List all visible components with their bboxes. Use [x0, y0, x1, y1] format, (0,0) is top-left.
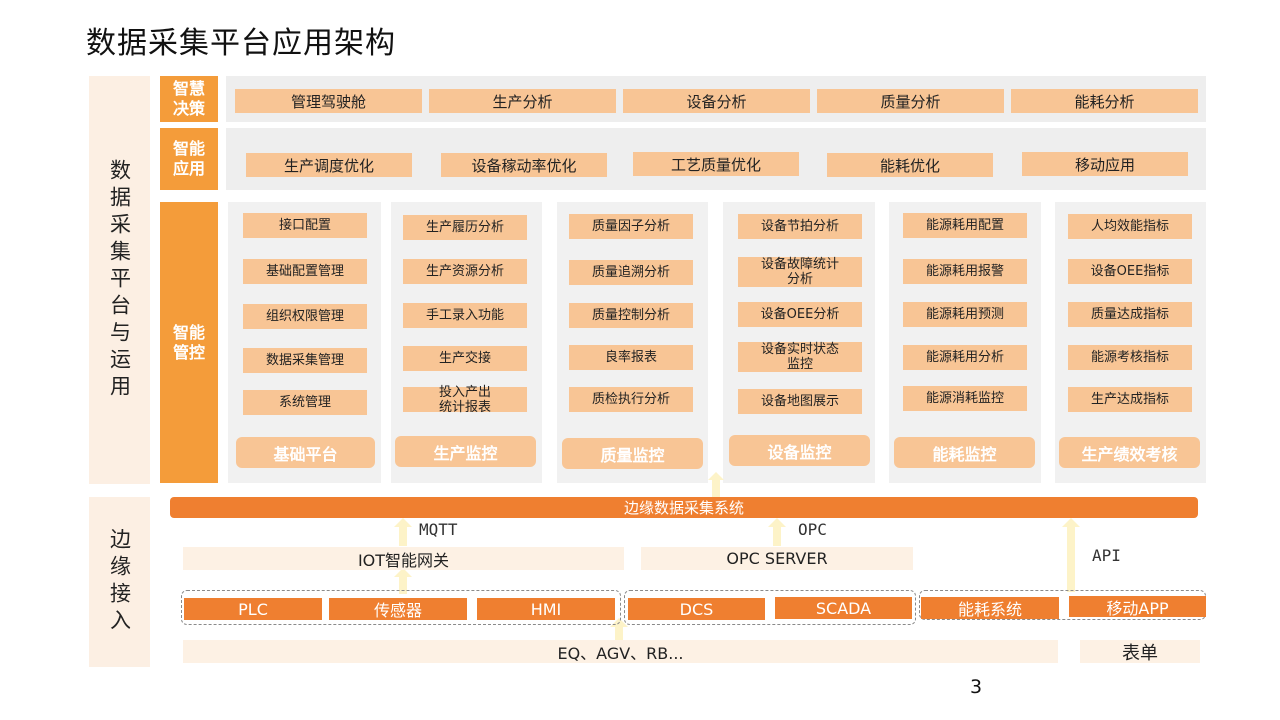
control-item[interactable]: 生产达成指标 — [1068, 387, 1192, 412]
control-item[interactable]: 基础配置管理 — [243, 259, 367, 284]
up-arrow-icon — [610, 618, 628, 640]
up-arrow-icon — [708, 472, 724, 497]
control-item[interactable]: 能源考核指标 — [1068, 345, 1192, 370]
control-item[interactable]: 生产资源分析 — [403, 259, 527, 284]
application-item[interactable]: 能耗优化 — [827, 153, 993, 177]
up-arrow-icon — [1062, 518, 1080, 592]
decision-item[interactable]: 质量分析 — [817, 89, 1004, 113]
control-item[interactable]: 生产履历分析 — [403, 215, 527, 240]
up-arrow-icon — [394, 518, 412, 546]
page-title: 数据采集平台应用架构 — [86, 26, 396, 61]
decision-row: 管理驾驶舱 生产分析 设备分析 质量分析 能耗分析 — [226, 76, 1206, 122]
decision-item[interactable]: 设备分析 — [623, 89, 810, 113]
api-label: API — [1092, 546, 1121, 565]
control-item[interactable]: 设备地图展示 — [738, 389, 862, 414]
decision-item[interactable]: 能耗分析 — [1011, 89, 1198, 113]
page-number: 3 — [970, 676, 983, 698]
control-item[interactable]: 设备OEE指标 — [1068, 259, 1192, 284]
device-group-opc — [624, 590, 916, 625]
control-column-equipment-monitor: 设备节拍分析 设备故障统计 分析 设备OEE分析 设备实时状态 监控 设备地图展… — [723, 202, 875, 483]
control-item[interactable]: 能源耗用分析 — [903, 345, 1027, 370]
device-group-iot — [181, 590, 621, 625]
control-column-basic-platform: 接口配置 基础配置管理 组织权限管理 数据采集管理 系统管理 基础平台 — [228, 202, 381, 483]
control-column-production-monitor: 生产履历分析 生产资源分析 手工录入功能 生产交接 投入产出 统计报表 生产监控 — [391, 202, 542, 483]
control-item[interactable]: 质量控制分析 — [569, 303, 693, 328]
application-item[interactable]: 工艺质量优化 — [633, 152, 799, 176]
device-sensor[interactable]: 传感器 — [329, 598, 467, 620]
opc-label: OPC — [798, 520, 827, 539]
control-item[interactable]: 生产交接 — [403, 346, 527, 371]
control-column-title[interactable]: 生产绩效考核 — [1059, 437, 1200, 468]
application-item[interactable]: 设备稼动率优化 — [441, 153, 607, 177]
control-item[interactable]: 组织权限管理 — [243, 304, 367, 329]
control-item[interactable]: 能源耗用预测 — [903, 302, 1027, 327]
application-layer-label: 智能 应用 — [160, 128, 218, 190]
opc-server[interactable]: OPC SERVER — [641, 547, 913, 570]
control-column-title[interactable]: 能耗监控 — [894, 437, 1035, 468]
control-item[interactable]: 投入产出 统计报表 — [403, 385, 527, 415]
control-item[interactable]: 质量追溯分析 — [569, 260, 693, 285]
control-item[interactable]: 良率报表 — [569, 345, 693, 370]
edge-side-label: 边缘接入 — [89, 497, 150, 667]
control-column-performance-assessment: 人均效能指标 设备OEE指标 质量达成指标 能源考核指标 生产达成指标 生产绩效… — [1055, 202, 1206, 483]
device-mobile-app[interactable]: 移动APP — [1069, 596, 1206, 618]
device-dcs[interactable]: DCS — [628, 598, 765, 620]
control-item[interactable]: 能源耗用报警 — [903, 259, 1027, 284]
control-item[interactable]: 系统管理 — [243, 390, 367, 415]
form-source: 表单 — [1080, 640, 1200, 664]
control-item[interactable]: 能源耗用配置 — [903, 213, 1027, 238]
control-layer-label: 智能 管控 — [160, 202, 218, 483]
device-hmi[interactable]: HMI — [477, 598, 615, 620]
device-energy-system[interactable]: 能耗系统 — [921, 597, 1059, 619]
equipment-source: EQ、AGV、RB... — [183, 640, 1058, 663]
control-item[interactable]: 质量因子分析 — [569, 214, 693, 239]
control-column-energy-monitor: 能源耗用配置 能源耗用报警 能源耗用预测 能源耗用分析 能源消耗监控 能耗监控 — [889, 202, 1041, 483]
control-column-quality-monitor: 质量因子分析 质量追溯分析 质量控制分析 良率报表 质检执行分析 质量监控 — [557, 202, 708, 483]
platform-side-label: 数据采集平台与运用 — [89, 76, 150, 484]
iot-gateway[interactable]: IOT智能网关 — [183, 547, 624, 570]
control-column-title[interactable]: 基础平台 — [236, 437, 375, 468]
application-item[interactable]: 生产调度优化 — [246, 153, 412, 177]
control-item[interactable]: 手工录入功能 — [403, 303, 527, 328]
up-arrow-icon — [394, 568, 412, 594]
device-scada[interactable]: SCADA — [775, 597, 912, 619]
decision-item[interactable]: 生产分析 — [429, 89, 616, 113]
control-item[interactable]: 质检执行分析 — [569, 387, 693, 412]
control-column-title[interactable]: 设备监控 — [729, 435, 870, 466]
decision-layer-label: 智慧 决策 — [160, 76, 218, 122]
control-column-title[interactable]: 生产监控 — [395, 436, 536, 467]
control-item[interactable]: 设备实时状态 监控 — [738, 342, 862, 372]
control-item[interactable]: 设备OEE分析 — [738, 302, 862, 327]
application-row: 生产调度优化 设备稼动率优化 工艺质量优化 能耗优化 移动应用 — [226, 128, 1206, 190]
control-column-title[interactable]: 质量监控 — [562, 438, 703, 469]
control-item[interactable]: 设备故障统计 分析 — [738, 257, 862, 287]
device-plc[interactable]: PLC — [184, 598, 322, 620]
control-item[interactable]: 人均效能指标 — [1068, 214, 1192, 239]
control-item[interactable]: 质量达成指标 — [1068, 302, 1192, 327]
application-item[interactable]: 移动应用 — [1022, 152, 1188, 176]
decision-item[interactable]: 管理驾驶舱 — [235, 89, 422, 113]
up-arrow-icon — [768, 518, 786, 546]
mqtt-label: MQTT — [419, 520, 458, 539]
control-item[interactable]: 设备节拍分析 — [738, 214, 862, 239]
edge-data-collection-system-bar[interactable]: 边缘数据采集系统 — [170, 497, 1198, 518]
control-item[interactable]: 接口配置 — [243, 213, 367, 238]
control-item[interactable]: 数据采集管理 — [243, 348, 367, 373]
control-item[interactable]: 能源消耗监控 — [903, 386, 1027, 411]
